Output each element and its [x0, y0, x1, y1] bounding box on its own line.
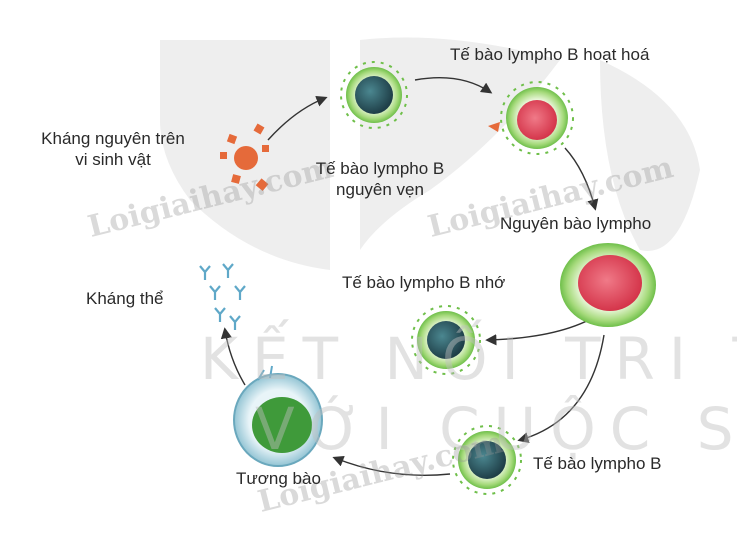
label-plasma-cell: Tương bào: [236, 469, 321, 488]
label-intact-b-cell: Tế bào lympho B nguyên vẹn: [305, 158, 455, 200]
b-cell-icon: [452, 425, 522, 495]
lymphoblast-icon: [560, 243, 656, 327]
label-activated-b-cell: Tế bào lympho B hoạt hoá: [450, 45, 650, 64]
label-line: Tế bào lympho B: [315, 159, 445, 178]
cycle-arrows: [220, 77, 605, 476]
watermark-brand-line1: KẾT NỐI TRI THỨC: [200, 325, 737, 393]
memory-b-cell-icon: [411, 305, 481, 375]
label-lymphoblast: Nguyên bào lympho: [500, 214, 652, 233]
label-b-cell: Tế bào lympho B: [533, 454, 662, 473]
intact-b-cell-icon: [340, 61, 408, 129]
watermark-brand-line2: VỚI CUỘC SỐNG: [255, 395, 737, 463]
plasma-cell-icon: [233, 365, 323, 467]
antibody-icons: [199, 263, 246, 330]
label-antigen: Kháng nguyên trên vi sinh vật: [18, 128, 208, 170]
label-line: nguyên vẹn: [336, 180, 424, 199]
label-memory-b-cell: Tế bào lympho B nhớ: [342, 273, 506, 292]
activated-b-cell-icon: [488, 81, 574, 155]
label-line: Kháng nguyên trên: [41, 129, 185, 148]
label-antibody: Kháng thể: [86, 289, 164, 308]
antigen-microbe-icon: [220, 123, 269, 192]
label-line: vi sinh vật: [75, 150, 151, 169]
